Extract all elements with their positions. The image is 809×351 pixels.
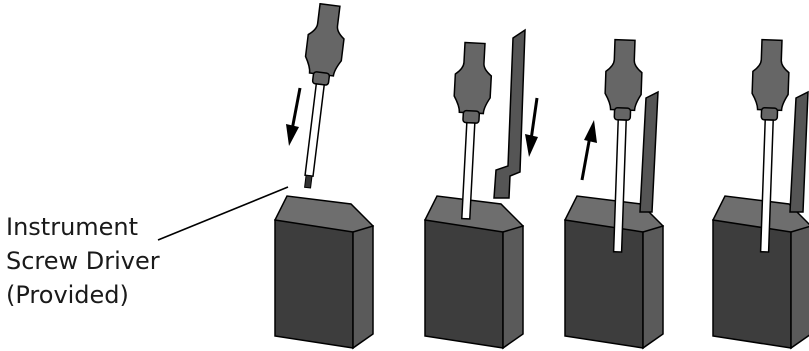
step-1 [274,2,374,349]
screwdriver-handle [604,38,643,112]
step-2 [424,28,539,349]
screwdriver-ferrule [311,71,331,86]
screwdriver-tip [304,174,313,189]
screwdriver-shaft [304,83,326,178]
arrow-up [580,120,597,181]
step-3 [564,38,664,349]
screwdriver-handle [304,2,345,77]
screwdriver-handle [453,41,493,115]
arrow-down [525,97,539,157]
screwdriver-shaft [759,119,774,253]
brush-block [564,195,664,349]
blade [789,90,809,213]
blade [493,28,526,199]
screwdriver [751,38,790,253]
screwdriver-ferrule [613,107,632,121]
screwdriver-shaft [612,119,627,253]
screwdriver-handle [751,38,790,112]
blade [639,90,659,213]
screwdriver-ferrule [760,107,779,121]
callout-line-2: Screw Driver [6,247,160,275]
brush-block [274,195,374,349]
screwdriver [604,38,643,253]
screwdriver-callout-label: Instrument Screw Driver (Provided) [6,210,160,312]
screwdriver [453,41,493,220]
callout-line-1: Instrument [6,213,139,241]
step-4 [712,38,809,349]
brush-block [712,195,809,349]
callout-leader-line [157,186,289,241]
screwdriver [304,2,345,189]
screwdriver-ferrule [462,109,481,124]
callout-line-3: (Provided) [6,281,129,309]
arrow-down [286,87,302,146]
screwdriver-shaft [461,121,476,220]
brush-block [424,195,524,349]
